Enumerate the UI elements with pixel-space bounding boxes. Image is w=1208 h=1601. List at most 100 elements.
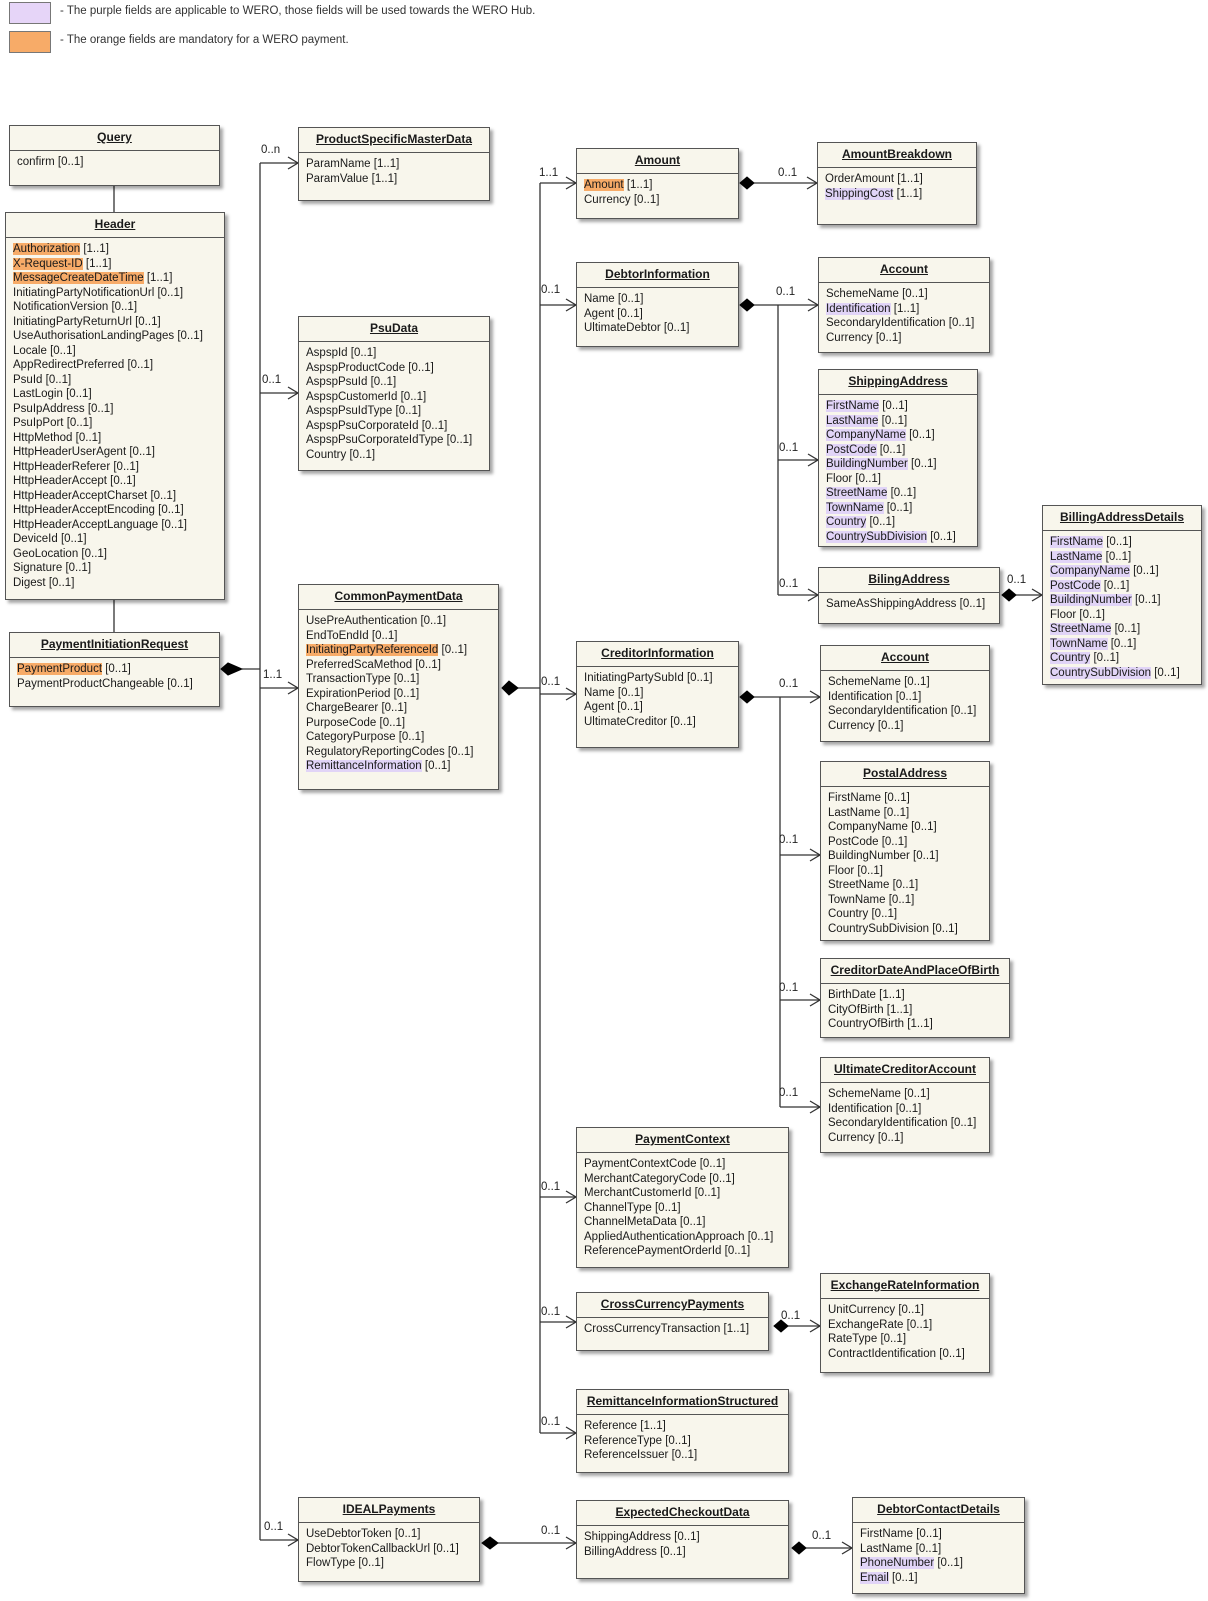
class-fields: SchemeName [0..1]Identification [1..1]Se… [819, 283, 989, 345]
field-row: InitiatingPartyNotificationUrl [0..1] [13, 286, 218, 301]
field-row: SchemeName [0..1] [826, 287, 983, 302]
class-title: RemittanceInformationStructured [577, 1390, 788, 1415]
field-name: LastName [828, 806, 881, 819]
multiplicity-label: 0..1 [541, 1525, 561, 1537]
multiplicity-label: 0..1 [541, 1181, 561, 1193]
field-name: BillingAddress [584, 1545, 657, 1558]
field-multiplicity: [0..1] [930, 530, 956, 543]
class-title: ShippingAddress [819, 370, 977, 395]
field-row: PhoneNumber [0..1] [860, 1556, 1018, 1571]
field-row: LastName [0..1] [860, 1542, 1018, 1557]
field-row: FirstName [0..1] [860, 1527, 1018, 1542]
field-multiplicity: [0..1] [1154, 666, 1180, 679]
field-multiplicity: [0..1] [350, 347, 377, 359]
field-name: ReferencePaymentOrderId [584, 1245, 722, 1257]
class-title: DebtorInformation [577, 263, 738, 288]
field-name: AppliedAuthenticationApproach [584, 1230, 745, 1243]
field-name: RemittanceInformation [306, 760, 422, 772]
field-multiplicity: [1..1] [907, 1018, 933, 1030]
class-fields: Authorization [1..1]X-Request-ID [1..1]M… [6, 238, 224, 590]
field-name: CityOfBirth [828, 1003, 884, 1016]
field-multiplicity: [0..1] [906, 1318, 933, 1331]
field-name: ChannelMetaData [584, 1216, 677, 1228]
field-multiplicity: [0..1] [349, 448, 376, 461]
field-name: AspspPsuIdType [306, 405, 393, 417]
field-row: CountrySubDivision [0..1] [1050, 666, 1195, 681]
field-row: MessageCreateDateTime [1..1] [13, 271, 218, 286]
field-name: ChargeBearer [306, 702, 379, 714]
field-row: TownName [0..1] [1050, 637, 1195, 652]
field-multiplicity: [0..1] [890, 487, 917, 499]
field-name: PostCode [826, 443, 877, 456]
field-name: LastName [860, 1542, 913, 1555]
field-name: FirstName [860, 1528, 914, 1540]
field-row: HttpHeaderAcceptEncoding [0..1] [13, 503, 218, 518]
field-row: MerchantCategoryCode [0..1] [584, 1172, 782, 1187]
multiplicity-label: 0..1 [776, 286, 796, 298]
class-title: Account [821, 646, 989, 671]
field-multiplicity: [0..1] [884, 792, 910, 804]
field-multiplicity: [0..1] [110, 475, 136, 487]
field-name: ParamName [306, 158, 371, 170]
class-fields: AspspId [0..1]AspspProductCode [0..1]Asp… [299, 342, 489, 462]
field-name: Name [584, 686, 615, 699]
field-multiplicity: [0..1] [674, 1531, 700, 1543]
field-name: InitiatingPartySubId [584, 672, 684, 684]
legend-text-purple: - The purple fields are applicable to WE… [60, 5, 536, 17]
field-row: Digest [0..1] [13, 576, 218, 591]
multiplicity-label: 0..1 [779, 834, 799, 846]
class-fields: UseDebtorToken [0..1]DebtorTokenCallback… [299, 1523, 479, 1571]
field-multiplicity: [0..1] [66, 417, 93, 429]
field-multiplicity: [0..1] [882, 400, 908, 412]
field-row: Email [0..1] [860, 1571, 1018, 1586]
field-row: HttpHeaderAcceptCharset [0..1] [13, 489, 218, 504]
field-row: PostCode [0..1] [1050, 579, 1195, 594]
class-title: PaymentInitiationRequest [10, 633, 219, 658]
field-multiplicity: [0..1] [909, 429, 935, 441]
field-multiplicity: [0..1] [424, 760, 451, 772]
field-multiplicity: [0..1] [898, 1304, 924, 1316]
class-title: BillingAddressDetails [1043, 506, 1201, 531]
field-name: UseAuthorisationLandingPages [13, 330, 175, 342]
field-name: HttpHeaderReferer [13, 460, 111, 473]
multiplicity-label: 0..1 [1007, 574, 1027, 586]
field-multiplicity: [0..1] [177, 330, 203, 342]
field-name: ContractIdentification [828, 1347, 937, 1360]
field-multiplicity: [0..1] [913, 850, 939, 862]
field-name: PsuId [13, 373, 43, 386]
field-multiplicity: [0..1] [57, 156, 84, 168]
class-title: Header [6, 213, 224, 238]
field-row: CompanyName [0..1] [828, 820, 983, 835]
field-multiplicity: [0..1] [1103, 579, 1130, 592]
field-row: InitiatingPartyReferenceId [0..1] [306, 643, 492, 658]
class-title: ExchangeRateInformation [821, 1274, 989, 1299]
field-row: ParamValue [1..1] [306, 172, 483, 187]
field-row: TownName [0..1] [828, 893, 983, 908]
field-multiplicity: [0..1] [888, 893, 915, 906]
field-row: RateType [0..1] [828, 1332, 983, 1347]
class-fields: confirm [0..1] [10, 151, 219, 170]
field-row: HttpHeaderAccept [0..1] [13, 474, 218, 489]
field-multiplicity: [0..1] [379, 716, 406, 729]
field-multiplicity: [0..1] [48, 576, 75, 589]
field-name: PreferredScaMethod [306, 658, 413, 671]
field-name: PaymentProduct [17, 663, 103, 675]
field-name: ChannelType [584, 1201, 652, 1214]
class-fields: Amount [1..1]Currency [0..1] [577, 174, 738, 207]
multiplicity-label: 0..1 [779, 578, 799, 590]
field-name: Country [826, 516, 867, 528]
field-row: LastLogin [0..1] [13, 387, 218, 402]
field-multiplicity: [0..1] [371, 629, 398, 642]
field-multiplicity: [0..1] [663, 322, 690, 334]
field-name: CrossCurrencyTransaction [584, 1323, 721, 1335]
field-multiplicity: [0..1] [880, 1333, 907, 1345]
field-name: UseDebtorToken [306, 1528, 392, 1540]
field-row: SecondaryIdentification [0..1] [826, 316, 983, 331]
field-name: Country [306, 448, 347, 461]
field-name: Agent [584, 701, 615, 713]
field-name: Name [584, 293, 615, 305]
